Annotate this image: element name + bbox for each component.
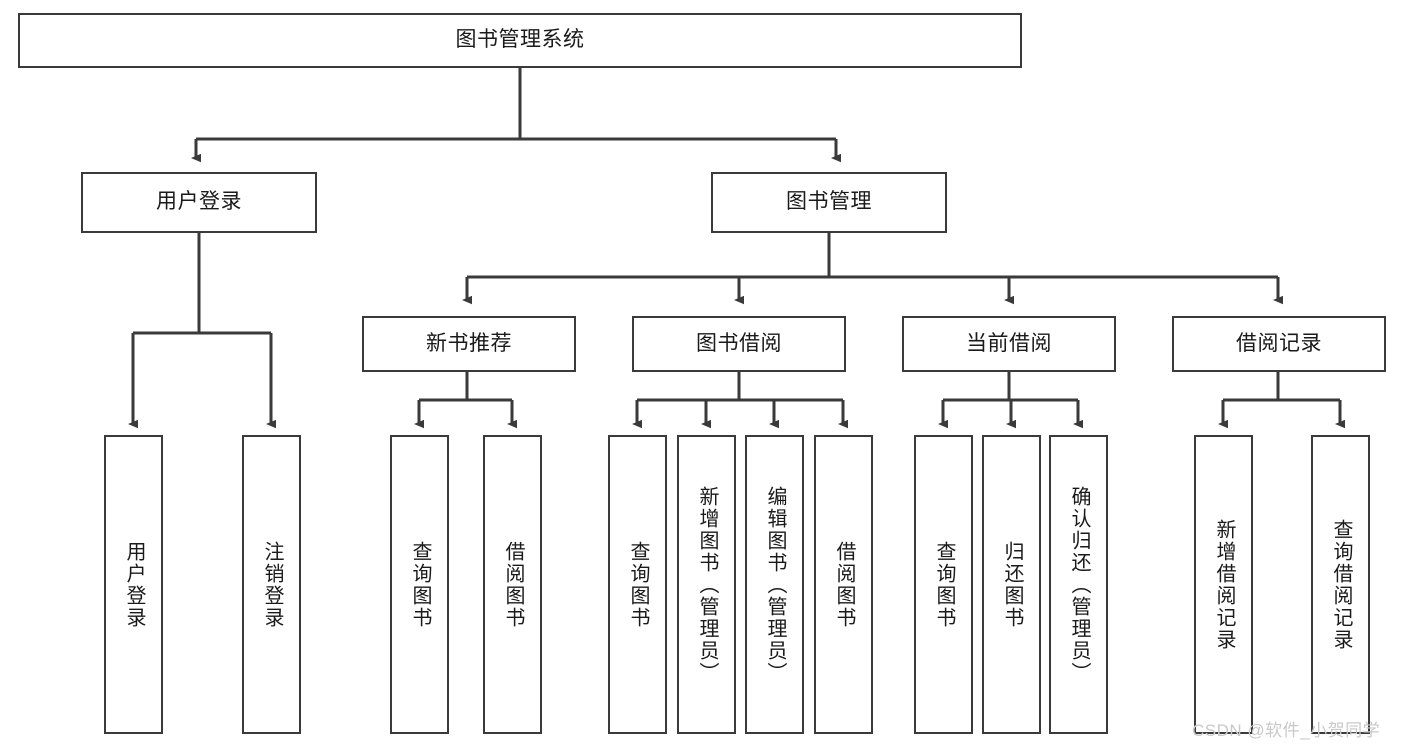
- node-leaf-add-book-label: 新增图书（管理员）: [696, 485, 718, 684]
- node-leaf-logout[interactable]: 注销登录: [242, 435, 301, 734]
- node-leaf-return-book[interactable]: 归还图书: [982, 435, 1041, 734]
- node-user-login-label: 用户登录: [156, 190, 242, 214]
- node-leaf-confirm-return-label: 确认归还（管理员）: [1068, 485, 1090, 684]
- node-new-book-rec[interactable]: 新书推荐: [362, 316, 576, 372]
- node-leaf-query-book-3[interactable]: 查询图书: [914, 435, 973, 734]
- node-leaf-confirm-return[interactable]: 确认归还（管理员）: [1049, 435, 1108, 734]
- node-leaf-borrow-book-1[interactable]: 借阅图书: [483, 435, 542, 734]
- node-leaf-query-book-1[interactable]: 查询图书: [390, 435, 449, 734]
- node-borrow-record-label: 借阅记录: [1236, 331, 1322, 355]
- node-root-label: 图书管理系统: [455, 28, 585, 52]
- node-book-manage-label: 图书管理: [786, 190, 872, 214]
- node-book-borrow-label: 图书借阅: [696, 331, 782, 355]
- node-leaf-add-record[interactable]: 新增借阅记录: [1194, 435, 1253, 734]
- node-leaf-add-book[interactable]: 新增图书（管理员）: [677, 435, 736, 734]
- node-leaf-query-book-3-label: 查询图书: [933, 540, 955, 629]
- node-leaf-edit-book-label: 编辑图书（管理员）: [764, 485, 786, 684]
- watermark-text: CSDN @软件_小贺同学: [1192, 721, 1381, 740]
- node-leaf-query-book-2-label: 查询图书: [627, 540, 649, 629]
- node-leaf-edit-book[interactable]: 编辑图书（管理员）: [745, 435, 804, 734]
- node-book-borrow[interactable]: 图书借阅: [632, 316, 846, 372]
- node-current-borrow-label: 当前借阅: [966, 331, 1052, 355]
- node-leaf-borrow-book-1-label: 借阅图书: [502, 540, 524, 629]
- node-root[interactable]: 图书管理系统: [18, 13, 1022, 68]
- node-leaf-borrow-book-2-label: 借阅图书: [833, 540, 855, 629]
- node-leaf-query-record-label: 查询借阅记录: [1330, 518, 1352, 651]
- node-leaf-query-book-1-label: 查询图书: [409, 540, 431, 629]
- node-leaf-user-login-label: 用户登录: [123, 540, 145, 629]
- node-leaf-return-book-label: 归还图书: [1001, 540, 1023, 629]
- node-borrow-record[interactable]: 借阅记录: [1172, 316, 1386, 372]
- node-current-borrow[interactable]: 当前借阅: [902, 316, 1116, 372]
- node-leaf-user-login[interactable]: 用户登录: [104, 435, 163, 734]
- node-leaf-borrow-book-2[interactable]: 借阅图书: [814, 435, 873, 734]
- node-user-login[interactable]: 用户登录: [81, 172, 317, 233]
- node-leaf-query-record[interactable]: 查询借阅记录: [1311, 435, 1370, 734]
- node-new-book-rec-label: 新书推荐: [426, 331, 512, 355]
- node-leaf-query-book-2[interactable]: 查询图书: [608, 435, 667, 734]
- node-leaf-logout-label: 注销登录: [261, 540, 283, 629]
- node-leaf-add-record-label: 新增借阅记录: [1213, 518, 1235, 651]
- node-book-manage[interactable]: 图书管理: [711, 172, 947, 233]
